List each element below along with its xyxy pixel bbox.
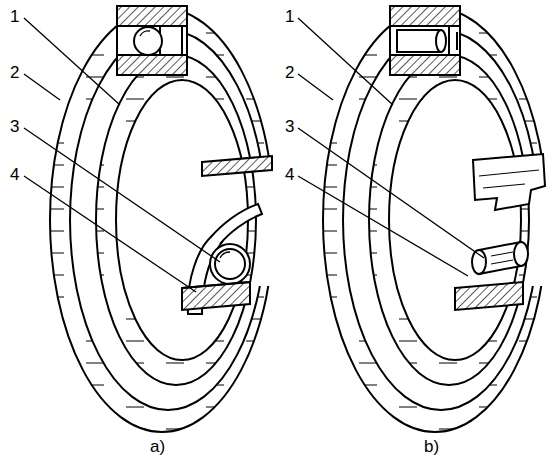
roller-bearing [323,6,552,432]
callout-number: 2 [10,64,19,81]
callout-number: 1 [285,8,294,25]
callout-number: 2 [285,64,294,81]
callout-number: 4 [10,166,19,183]
callout-number: 4 [285,166,294,183]
callout-number: 1 [10,8,19,25]
figure-label: a) [150,438,165,455]
callout-number: 3 [285,118,294,135]
leader-lines [24,18,484,292]
callout-number: 3 [10,118,19,135]
ball-bearing [50,6,282,432]
figure-label: b) [424,438,439,455]
